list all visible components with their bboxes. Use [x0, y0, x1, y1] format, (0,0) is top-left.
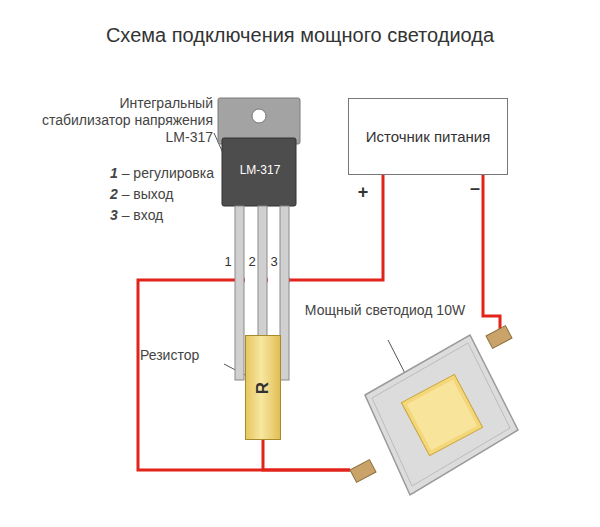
callout-text: Интегральный стабилизатор напряжения LM-… — [30, 95, 213, 146]
power-supply-box: Источник питания — [348, 98, 508, 175]
part-label: Резистор — [140, 347, 224, 364]
pin-legend: 3 – вход — [110, 207, 220, 224]
regulator-chip-outline — [218, 98, 300, 280]
node-text: R — [253, 381, 273, 393]
pin-number: 1 — [222, 254, 234, 269]
diagram-title: Схема подключения мощного светодиода — [0, 24, 600, 47]
regulator-chip: LM-317 — [218, 98, 300, 280]
wire — [285, 175, 383, 280]
wire-group — [138, 175, 500, 470]
pin-legend: 2 – выход — [110, 186, 220, 203]
polarity-sign: – — [466, 178, 484, 199]
node-text: Мощный светодиод 10W — [290, 302, 480, 319]
power-led-outline — [350, 330, 520, 500]
wire — [263, 440, 350, 470]
resistor-symbol: R — [245, 335, 281, 440]
power-led: Мощный светодиод 10W — [350, 330, 520, 500]
node-text: Источник питания — [358, 127, 499, 147]
pin-number: 2 — [246, 254, 258, 269]
pin-number: 3 — [268, 254, 280, 269]
node-text: LM-317 — [222, 163, 298, 177]
pin-legend: 1 – регулировка — [110, 165, 220, 182]
polarity-sign: + — [354, 182, 372, 203]
wire — [483, 175, 500, 330]
